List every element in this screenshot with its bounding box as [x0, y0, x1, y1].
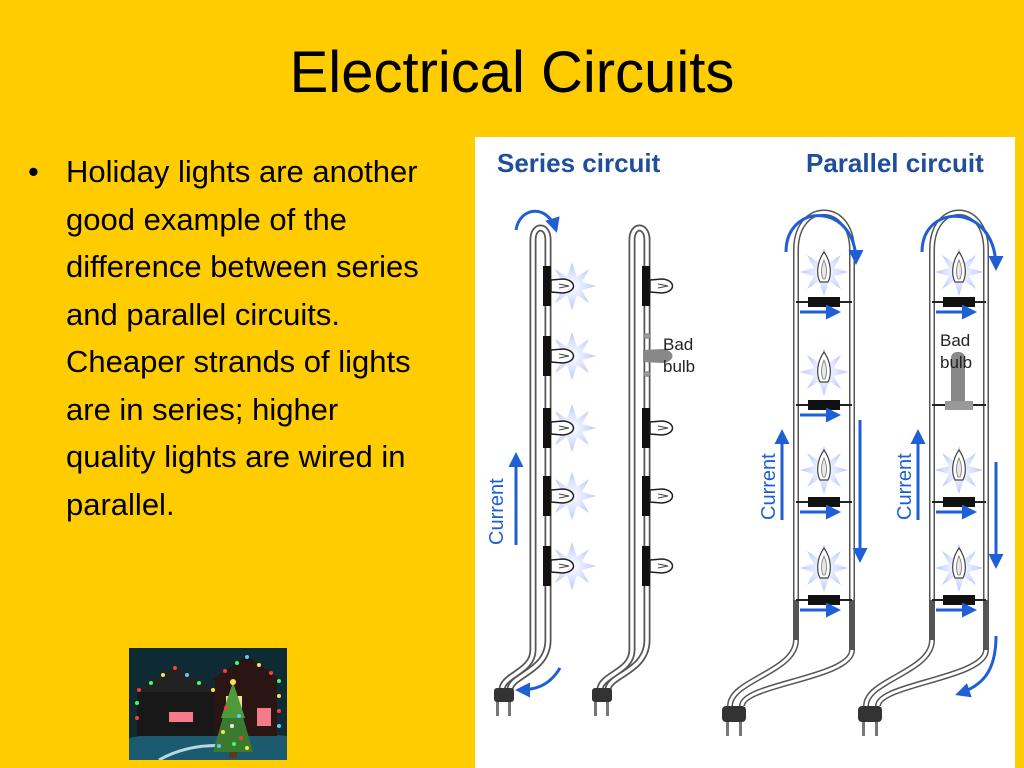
series-strand-bad-bulb: Bad bulb	[592, 224, 695, 716]
unlit-bulb-icon	[649, 420, 674, 436]
series-current-label: Current	[486, 478, 508, 545]
glowing-bulb-icon	[800, 446, 848, 494]
glowing-bulb-icon	[935, 544, 983, 592]
slide-title: Electrical Circuits	[289, 40, 735, 105]
series-circuit-heading: Series circuit	[497, 148, 661, 178]
bad-bulb-label: Bad	[940, 331, 970, 350]
bad-bulb-label: bulb	[663, 357, 695, 376]
current-arrow-icon	[800, 304, 841, 618]
current-arrow-icon	[515, 667, 562, 698]
bad-bulb-icon	[643, 333, 673, 377]
bad-bulb-icon	[945, 352, 973, 410]
glowing-bulb-icon	[800, 544, 848, 592]
parallel-strand-working: Current	[722, 209, 868, 736]
parallel-circuit-heading: Parallel circuit	[806, 148, 984, 178]
current-arrow-icon	[955, 635, 998, 698]
glowing-bulb-icon	[800, 348, 848, 396]
bullet-icon: •	[28, 154, 39, 189]
parallel-strand-bad-bulb: Bad bulb Current	[858, 209, 1004, 736]
current-arrow-icon	[514, 209, 560, 233]
diagram-background	[475, 137, 1015, 768]
unlit-bulb-icon	[649, 558, 674, 574]
bullet-list: • Holiday lights are another good exampl…	[28, 148, 428, 528]
christmas-tree-icon	[213, 679, 253, 758]
glowing-bulb-icon	[800, 248, 848, 296]
bad-bulb-label: bulb	[940, 353, 972, 372]
light-string-icon	[135, 655, 281, 728]
circuit-diagram: Series circuit Parallel circuit Current	[475, 137, 1015, 768]
holiday-house-image	[129, 648, 287, 760]
unlit-bulb-icon	[649, 278, 674, 294]
current-arrow-icon	[784, 214, 864, 265]
current-arrow-icon	[936, 304, 977, 618]
series-strand-working: Current	[486, 209, 596, 716]
glowing-bulb-icon	[935, 248, 983, 296]
current-arrow-icon	[920, 215, 1004, 271]
bad-bulb-label: Bad	[663, 335, 693, 354]
parallel-current-label: Current	[894, 453, 916, 520]
bullet-text: Holiday lights are another good example …	[66, 154, 419, 522]
parallel-current-label: Current	[758, 453, 780, 520]
glowing-bulb-icon	[935, 446, 983, 494]
bullet-item: • Holiday lights are another good exampl…	[28, 148, 428, 528]
unlit-bulb-icon	[649, 488, 674, 504]
